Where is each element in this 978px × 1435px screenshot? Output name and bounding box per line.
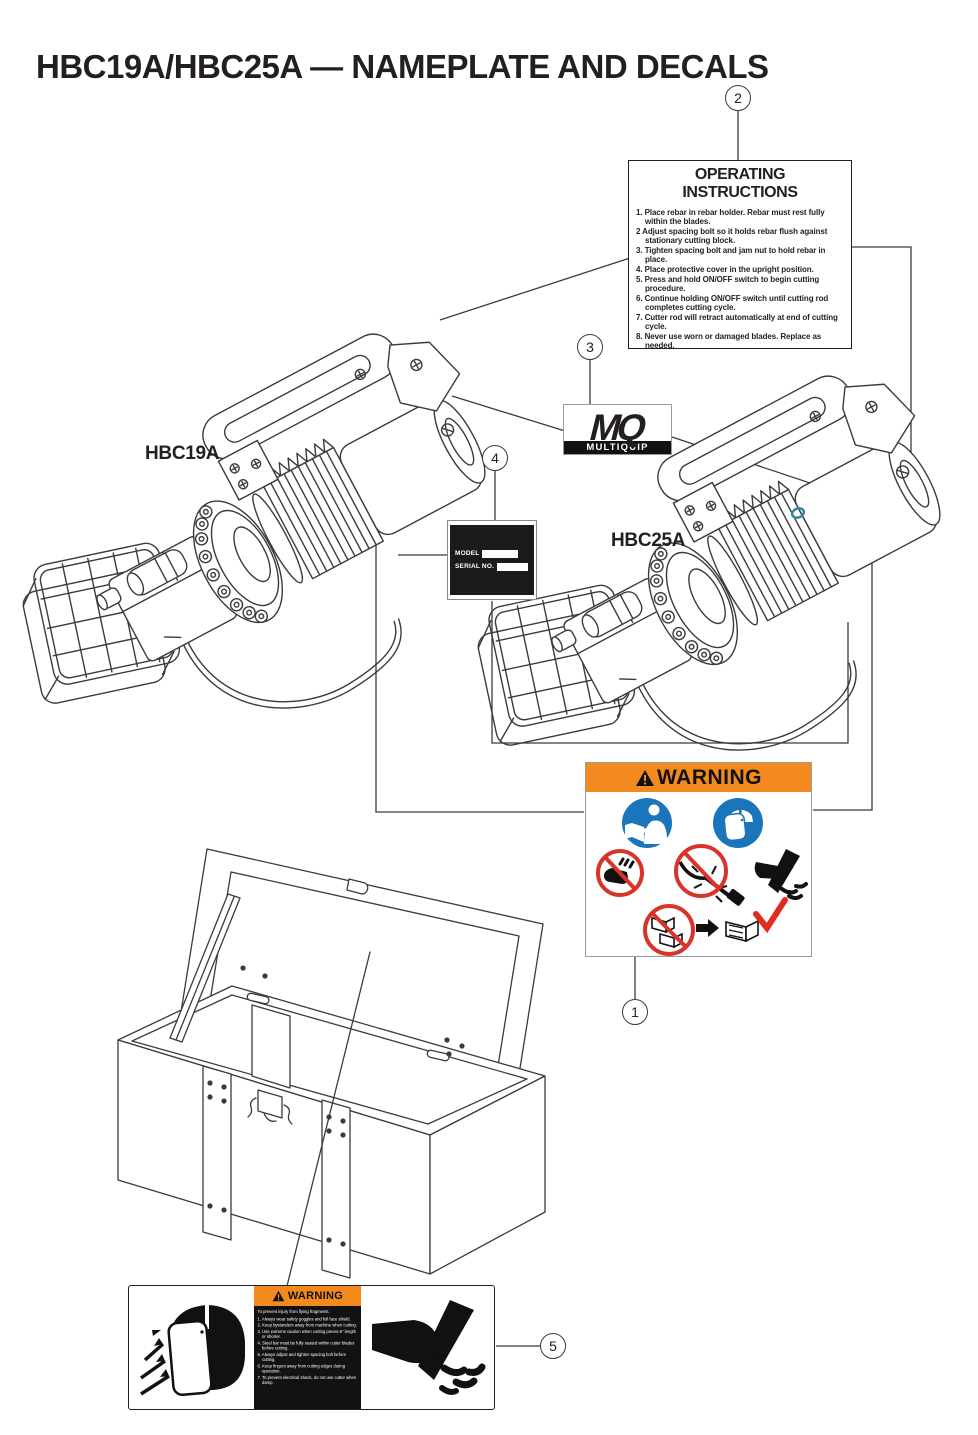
multiquip-brand-bar: MULTIQUIP [564,441,671,454]
model-label: MODEL [455,550,480,557]
warning-item: 5. Always adjust and tighten spacing bol… [257,1351,346,1362]
instruction-item: 4. Place protective cover in the upright… [636,265,814,275]
toolbox-warning-header: WARNING [254,1286,361,1306]
damaged-cord-icon [674,844,745,906]
warning-item: 7. To prevent electrical shock, do not u… [257,1374,357,1385]
no-short-pieces-icon [643,904,695,956]
arrow-icon [696,919,719,937]
nameplate-model-row: MODEL [455,549,534,558]
correct-use-icon [725,897,788,943]
mq-monogram-icon: MQ [564,405,671,448]
toolbox-warning-decal: WARNING To prevent injury from flying fr… [128,1285,495,1410]
nameplate-decal: MODEL SERIAL NO. [447,520,537,600]
callout-4: 4 [482,445,508,471]
no-hands-icon [596,849,644,897]
face-shield-fragments-icon [139,1303,245,1397]
cut-hand-icon [754,849,808,900]
operating-instructions-title: OPERATING INSTRUCTIONS [682,166,798,201]
warning-item: 6. Keep fingers away from cutting edges … [257,1363,346,1374]
warning-item: 1. Always wear safety goggles and full f… [257,1316,351,1322]
teal-highlight-part [790,507,806,519]
callout-3: 3 [577,334,603,360]
leader-lines [375,111,912,1347]
instruction-item: 7. Cutter rod will retract automatically… [636,312,838,332]
operating-instructions-decal: OPERATING INSTRUCTIONS 1. Place rebar in… [628,160,852,349]
warning-item: 3. Use extreme caution when cutting piec… [257,1328,357,1339]
instruction-item: 3. Tighten spacing bolt and jam nut to h… [636,246,826,265]
instruction-item: 1. Place rebar in rebar holder. Rebar mu… [636,208,825,227]
blade-cut-hand-icon [372,1300,486,1395]
model-blank-field [482,549,519,558]
instruction-item: 2 Adjust spacing bolt so it holds rebar … [636,227,828,246]
serial-label: SERIAL NO. [455,563,495,570]
warning-decal-header: WARNING [586,763,811,792]
toolbox-warning-heading: WARNING [287,1290,344,1302]
mq-monogram-text: MQ [585,407,648,448]
warning-decal: WARNING [585,762,812,957]
nameplate-serial-row: SERIAL NO. [455,562,534,571]
warning-triangle-icon [636,769,654,786]
warning-decal-heading: WARNING [657,765,762,789]
nameplate-panel: MODEL SERIAL NO. [450,525,534,595]
instruction-item: 8. Never use worn or damaged blades. Rep… [636,331,822,349]
page-title: HBC19A/HBC25A — NAMEPLATE AND DECALS [36,48,769,86]
toolbox-warning-body: To prevent injury from flying fragments.… [254,1306,361,1389]
toolbox-illustration [117,848,546,1287]
warning-item: 2. Keep bystanders away from machine whe… [257,1322,357,1328]
warning-item: 4. Steel bar must be fully seated within… [257,1340,355,1351]
machine-label-hbc19a: HBC19A [145,443,220,464]
callout-5: 5 [540,1333,566,1359]
instruction-item: 6. Continue holding ON/OFF switch until … [636,293,829,313]
warning-intro: To prevent injury from flying fragments. [257,1309,330,1314]
warning-triangle-icon [272,1290,285,1302]
operating-instructions-list: 1. Place rebar in rebar holder. Rebar mu… [636,208,844,349]
read-manual-icon [622,798,672,848]
toolbox-warning-text-panel: WARNING To prevent injury from flying fr… [254,1286,361,1409]
machine-label-hbc25a: HBC25A [611,530,686,551]
warning-pictograms [596,798,808,956]
callout-1: 1 [622,999,648,1025]
serial-blank-field [497,562,529,571]
instruction-item: 5. Press and hold ON/OFF switch to begin… [636,274,820,294]
multiquip-logo-decal: MQ MULTIQUIP [563,404,672,455]
face-shield-icon [713,798,763,848]
callout-2: 2 [725,85,751,111]
